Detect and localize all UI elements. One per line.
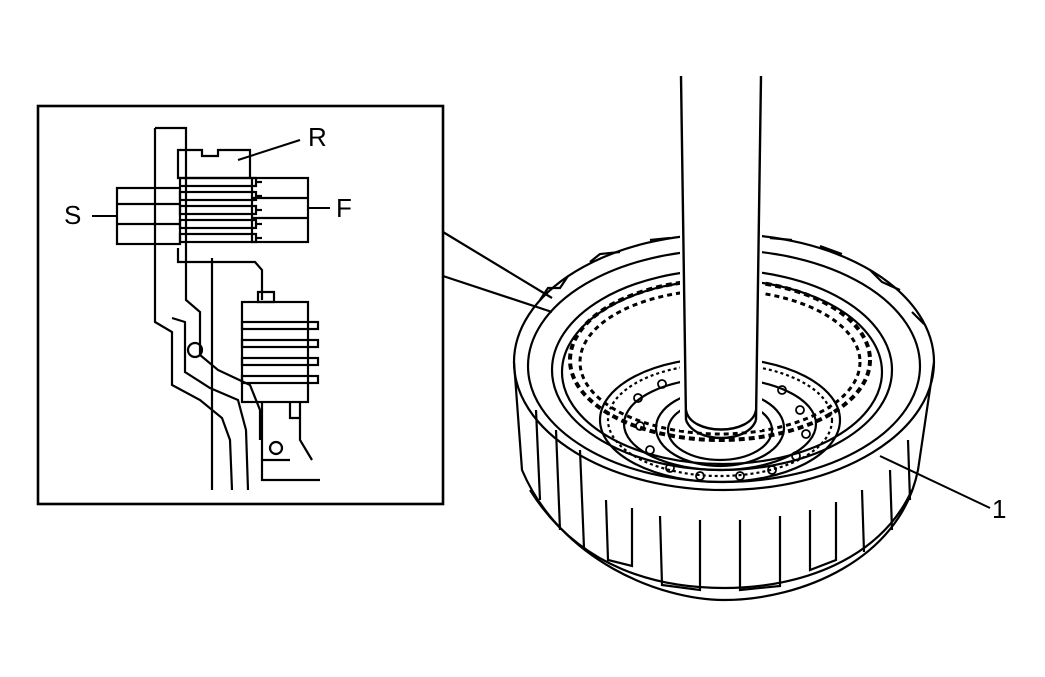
callout-r: R	[308, 122, 327, 152]
lower-pack-cap	[256, 290, 276, 304]
housing-outer-wall	[155, 126, 262, 440]
shaft-tip	[684, 409, 758, 431]
hub-profile-2	[176, 248, 264, 300]
inset-frame	[36, 104, 445, 506]
bleed-hole	[186, 341, 204, 359]
callout-s: S	[64, 200, 81, 230]
clutch-plates-lower	[240, 320, 320, 385]
rim-lugs	[539, 236, 925, 325]
steel-plate-block	[115, 186, 182, 246]
hub-holes	[633, 379, 811, 481]
lower-hub-hole	[268, 440, 284, 456]
reaction-plate	[176, 148, 252, 180]
hub-teeth	[606, 362, 834, 478]
housing-wall-2	[171, 316, 250, 491]
callout-1: 1	[992, 494, 1006, 524]
inset-detail	[36, 104, 445, 506]
drum-splines	[534, 409, 912, 592]
shaft-body	[680, 76, 762, 430]
drum-bottom-band	[529, 489, 914, 590]
input-shaft	[679, 75, 763, 440]
callout-f: F	[336, 193, 352, 223]
inset-leaders	[92, 139, 330, 217]
lower-pack-body	[240, 300, 310, 404]
leader-1	[879, 455, 991, 509]
clutch-pack-ring-2	[578, 288, 862, 436]
friction-plate-block	[250, 176, 310, 244]
clutch-plates-upper	[178, 176, 262, 244]
housing-inner-wall	[153, 128, 234, 491]
leader-r	[237, 139, 301, 161]
lower-hub	[260, 402, 313, 462]
inset-connector	[442, 231, 553, 314]
